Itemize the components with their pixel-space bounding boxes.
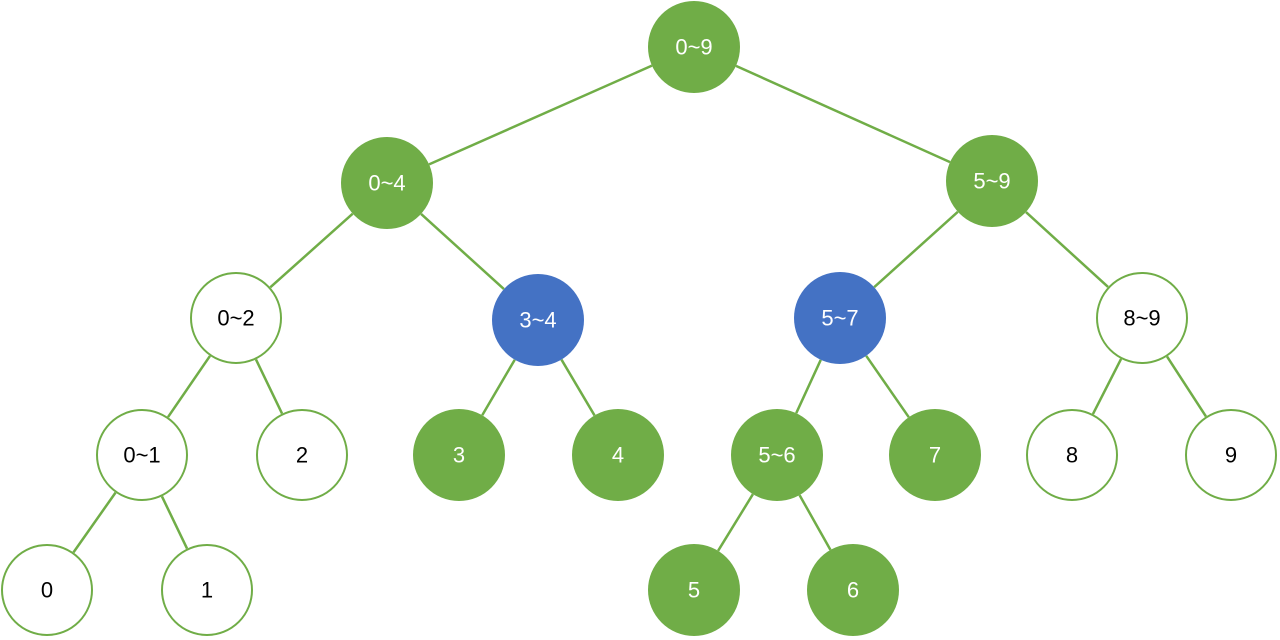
node-circle bbox=[1185, 409, 1277, 501]
edge-n5-9-n5-7 bbox=[873, 210, 959, 289]
tree-node-n7: 7 bbox=[889, 409, 981, 501]
edge-n5-7-n7 bbox=[865, 355, 910, 418]
edge-n3-4-n4 bbox=[560, 358, 596, 417]
node-circle bbox=[256, 409, 348, 501]
tree-node-n0: 0 bbox=[1, 544, 93, 636]
node-label: 1 bbox=[201, 578, 213, 603]
edge-n0-4-n0-2 bbox=[269, 212, 354, 289]
node-label: 0~2 bbox=[217, 306, 254, 331]
edge-n0-9-n0-4 bbox=[428, 64, 653, 166]
node-label: 8 bbox=[1066, 443, 1078, 468]
node-circle bbox=[190, 272, 282, 364]
node-label: 2 bbox=[296, 443, 308, 468]
tree-node-n0-1: 0~1 bbox=[96, 409, 188, 501]
tree-node-n5-9: 5~9 bbox=[946, 135, 1038, 227]
node-circle bbox=[1, 544, 93, 636]
tree-node-n3: 3 bbox=[413, 409, 505, 501]
node-label: 0~1 bbox=[123, 443, 160, 468]
edge-n0-1-n0 bbox=[72, 491, 117, 554]
tree-node-n5-7: 5~7 bbox=[794, 272, 886, 364]
node-circle bbox=[1026, 409, 1118, 501]
node-label: 0 bbox=[41, 578, 53, 603]
node-label: 3 bbox=[453, 443, 465, 468]
tree-node-n5-6: 5~6 bbox=[731, 409, 823, 501]
node-label: 5 bbox=[688, 578, 700, 603]
node-label: 5~6 bbox=[758, 443, 795, 468]
tree-node-n4: 4 bbox=[572, 409, 664, 501]
node-label: 6 bbox=[847, 578, 859, 603]
tree-node-n5: 5 bbox=[648, 544, 740, 636]
node-circle bbox=[413, 409, 505, 501]
tree-node-n0-2: 0~2 bbox=[190, 272, 282, 364]
node-label: 8~9 bbox=[1123, 306, 1160, 331]
tree-node-n1: 1 bbox=[161, 544, 253, 636]
edge-n0-1-n1 bbox=[160, 495, 189, 550]
node-circle bbox=[341, 137, 433, 229]
node-circle bbox=[572, 409, 664, 501]
tree-node-n0-9: 0~9 bbox=[648, 1, 740, 93]
node-circle bbox=[492, 274, 584, 366]
edge-n3-4-n3 bbox=[481, 359, 516, 416]
node-label: 0~4 bbox=[368, 171, 405, 196]
node-label: 5~7 bbox=[821, 306, 858, 331]
node-circle bbox=[1096, 272, 1188, 364]
node-circle bbox=[794, 272, 886, 364]
node-circle bbox=[731, 409, 823, 501]
tree-edges bbox=[72, 64, 1207, 554]
tree-node-n2: 2 bbox=[256, 409, 348, 501]
edge-n5-6-n6 bbox=[798, 494, 832, 551]
edge-n0-2-n2 bbox=[254, 358, 284, 415]
edge-n5-9-n8-9 bbox=[1025, 211, 1109, 288]
tree-node-n9: 9 bbox=[1185, 409, 1277, 501]
edge-n8-9-n9 bbox=[1166, 355, 1207, 418]
node-circle bbox=[889, 409, 981, 501]
tree-node-n8-9: 8~9 bbox=[1096, 272, 1188, 364]
edge-n0-9-n5-9 bbox=[735, 64, 951, 164]
node-label: 7 bbox=[929, 443, 941, 468]
node-circle bbox=[161, 544, 253, 636]
edge-n5-7-n5-6 bbox=[795, 359, 822, 414]
node-circle bbox=[648, 544, 740, 636]
tree-node-n8: 8 bbox=[1026, 409, 1118, 501]
tree-node-n6: 6 bbox=[807, 544, 899, 636]
tree-node-n0-4: 0~4 bbox=[341, 137, 433, 229]
node-circle bbox=[648, 1, 740, 93]
node-label: 5~9 bbox=[973, 169, 1010, 194]
node-circle bbox=[946, 135, 1038, 227]
node-circle bbox=[807, 544, 899, 636]
node-label: 9 bbox=[1225, 443, 1237, 468]
tree-node-n3-4: 3~4 bbox=[492, 274, 584, 366]
edge-n5-6-n5 bbox=[717, 493, 754, 552]
edge-n8-9-n8 bbox=[1091, 358, 1123, 415]
edge-n0-2-n0-1 bbox=[166, 355, 212, 418]
node-label: 4 bbox=[612, 443, 624, 468]
node-label: 3~4 bbox=[519, 308, 556, 333]
node-label: 0~9 bbox=[675, 35, 712, 60]
edge-n0-4-n3-4 bbox=[420, 212, 505, 291]
node-circle bbox=[96, 409, 188, 501]
